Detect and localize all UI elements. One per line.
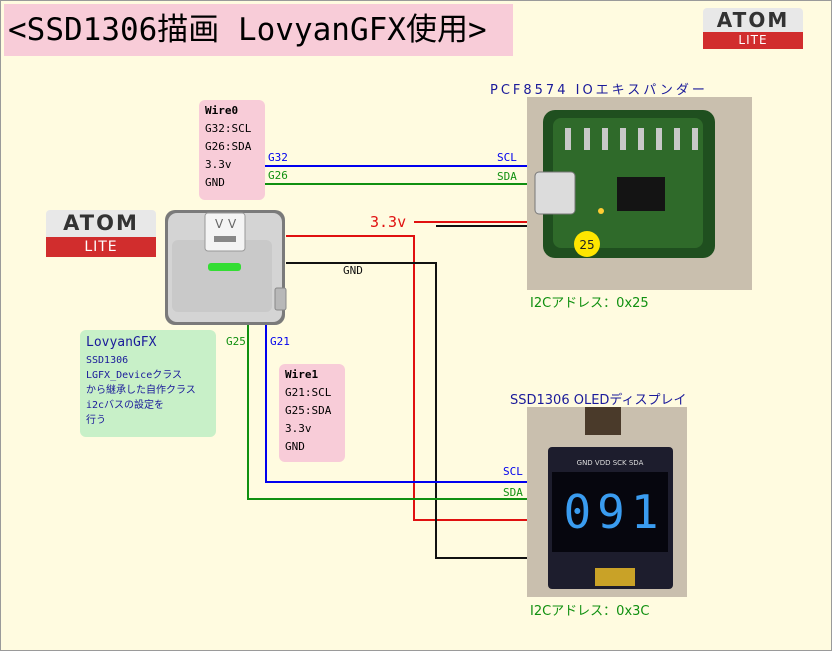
logo-brand-device: ATOM: [46, 210, 156, 237]
wire1-line: G25:SDA: [285, 404, 332, 417]
ssd1306-oled-board: GND VDD SCK SDA 091: [527, 407, 687, 597]
oled-address: I2Cアドレス：0x3C: [530, 604, 650, 619]
logo-sub-device: LITE: [46, 237, 156, 257]
logo-brand: ATOM: [703, 8, 803, 32]
atom-lite-logo-device: ATOM LITE: [46, 210, 156, 257]
wire-gnd: [286, 262, 527, 559]
wire0-line: GND: [205, 176, 225, 189]
lovyangfx-line: LGFX_Deviceクラス: [86, 370, 183, 381]
wire0-line: G32:SCL: [205, 122, 252, 135]
wires: [247, 165, 527, 559]
wire0-line: G26:SDA: [205, 140, 252, 153]
oled-title: SSD1306 OLEDディスプレイ: [510, 393, 687, 408]
pcf-address: I2Cアドレス：0x25: [530, 296, 649, 311]
wire1-box: Wire1 G21:SCL G25:SDA 3.3v GND: [279, 364, 345, 462]
pcf-marker: 25: [579, 238, 594, 252]
wire-vcc: [286, 235, 527, 521]
wire0-line: 3.3v: [205, 158, 232, 171]
label-g32: G32: [268, 151, 288, 164]
lovyangfx-box: LovyanGFX SSD1306 LGFX_Deviceクラス から継承した自…: [80, 330, 216, 437]
lovyangfx-line: 行う: [86, 415, 106, 426]
label-g21: G21: [270, 335, 290, 348]
lovyangfx-line: i2cバスの設定を: [86, 400, 165, 411]
svg-text:V: V: [215, 217, 224, 231]
label-3v3: 3.3v: [370, 213, 407, 231]
pcf-title: PCF8574 IOエキスパンダー: [490, 83, 708, 98]
label-g25: G25: [226, 335, 246, 348]
lovyangfx-line: SSD1306: [86, 355, 129, 366]
label-scl-top: SCL: [497, 151, 517, 164]
atom-lite-device: V V: [165, 210, 287, 325]
wire1-line: G21:SCL: [285, 386, 332, 399]
wire0-title: Wire0: [205, 104, 239, 117]
label-scl-bottom: SCL: [503, 465, 523, 478]
wire1-line: 3.3v: [285, 422, 312, 435]
logo-sub: LITE: [703, 32, 803, 49]
pcf8574-board: 25: [527, 97, 752, 290]
oled-pin-labels: GND VDD SCK SDA: [577, 459, 644, 467]
wire-scl-bottom: [265, 325, 527, 483]
wire-sda-bottom: [247, 325, 527, 500]
svg-text:V: V: [228, 217, 237, 231]
label-g26: G26: [268, 169, 288, 182]
atom-lite-logo: ATOM LITE: [703, 8, 803, 49]
lovyangfx-title: LovyanGFX: [86, 335, 157, 350]
wire1-line: GND: [285, 440, 305, 453]
wire1-title: Wire1: [285, 368, 319, 381]
page-title: <SSD1306描画 LovyanGFX使用>: [4, 4, 513, 56]
lovyangfx-line: から継承した自作クラス: [86, 385, 196, 396]
label-sda-top: SDA: [497, 170, 517, 183]
label-gnd: GND: [343, 264, 363, 277]
wire0-box: Wire0 G32:SCL G26:SDA 3.3v GND: [199, 100, 265, 200]
oled-display-text: 091: [563, 485, 664, 539]
label-sda-bottom: SDA: [503, 486, 523, 499]
